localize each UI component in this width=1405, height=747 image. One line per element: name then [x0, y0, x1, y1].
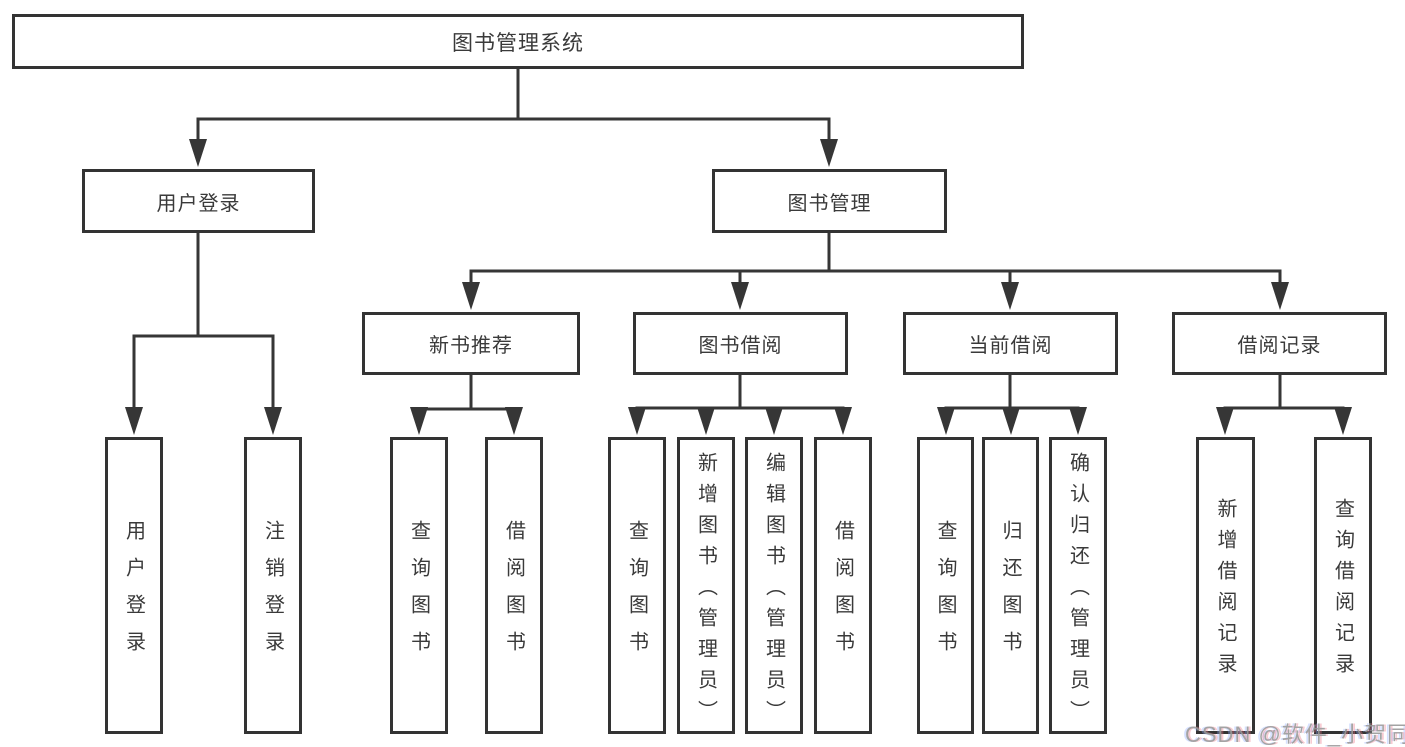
leaf-return-books-label: 归还图书: [999, 520, 1021, 668]
leaf-add-borrow-record: 新增借阅记录: [1196, 437, 1255, 734]
leaf-user-login: 用户登录: [105, 437, 163, 734]
leaf-new-borrow-books-label: 借阅图书: [502, 520, 525, 668]
leaf-borrow-borrow-books: 借阅图书: [814, 437, 872, 734]
connector-book-borrow-split: [635, 375, 845, 430]
leaf-borrow-borrow-books-label: 借阅图书: [831, 520, 854, 668]
leaf-confirm-return-admin-label: 确认归还（管理员）: [1066, 451, 1089, 731]
connector-new-books-split: [417, 375, 516, 430]
node-user-login-label: 用户登录: [156, 192, 241, 215]
leaf-current-query-books-label: 查询图书: [934, 520, 956, 668]
connector-book-mgmt-split: [469, 233, 1282, 305]
leaf-current-query-books: 查询图书: [917, 437, 974, 734]
connector-borrow-records-split: [1223, 375, 1345, 430]
connector-root-split: [196, 117, 831, 162]
leaf-confirm-return-admin: 确认归还（管理员）: [1049, 437, 1107, 734]
leaf-borrow-query-books-label: 查询图书: [625, 520, 648, 668]
leaf-user-login-label: 用户登录: [122, 520, 145, 668]
leaf-edit-book-admin: 编辑图书（管理员）: [745, 437, 803, 734]
leaf-edit-book-admin-label: 编辑图书（管理员）: [762, 451, 785, 731]
node-new-book-recommend: 新书推荐: [362, 312, 580, 375]
node-current-borrow-label: 当前借阅: [968, 335, 1053, 357]
leaf-query-borrow-record-label: 查询借阅记录: [1331, 498, 1354, 684]
leaf-new-borrow-books: 借阅图书: [485, 437, 543, 734]
node-book-management: 图书管理: [712, 169, 947, 233]
node-book-borrow: 图书借阅: [633, 312, 848, 375]
node-root-label: 图书管理系统: [452, 31, 584, 55]
node-book-management-label: 图书管理: [787, 192, 872, 215]
leaf-query-borrow-record: 查询借阅记录: [1314, 437, 1372, 734]
node-user-login: 用户登录: [82, 169, 315, 233]
node-current-borrow: 当前借阅: [903, 312, 1118, 375]
node-borrow-records-label: 借阅记录: [1237, 335, 1322, 357]
node-new-book-recommend-label: 新书推荐: [429, 335, 513, 357]
connector-user-login-split: [132, 233, 275, 430]
leaf-borrow-query-books: 查询图书: [608, 437, 666, 734]
leaf-add-borrow-record-label: 新增借阅记录: [1214, 498, 1236, 684]
leaf-return-books: 归还图书: [982, 437, 1039, 734]
leaf-new-query-books: 查询图书: [390, 437, 448, 734]
leaf-logout-label: 注销登录: [261, 520, 284, 668]
leaf-new-query-books-label: 查询图书: [407, 520, 430, 668]
node-root: 图书管理系统: [12, 14, 1024, 69]
csdn-watermark: CSDN @软件_小贺同学: [1185, 722, 1405, 747]
leaf-add-book-admin-label: 新增图书（管理员）: [694, 451, 717, 731]
leaf-logout: 注销登录: [244, 437, 302, 734]
node-borrow-records: 借阅记录: [1172, 312, 1387, 375]
node-book-borrow-label: 图书借阅: [698, 335, 783, 357]
leaf-add-book-admin: 新增图书（管理员）: [677, 437, 735, 734]
arrowheads: [125, 139, 1352, 435]
